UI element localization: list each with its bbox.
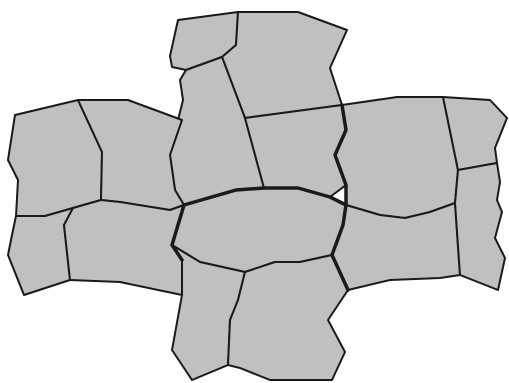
stone-right-top-a	[335, 97, 458, 218]
left-cluster	[8, 100, 184, 295]
stone-right-bottom-a	[332, 203, 460, 290]
top-cluster	[170, 12, 347, 205]
stone-right-bottom-b	[455, 163, 505, 290]
stone-bottom-right	[228, 255, 348, 380]
stone-top-right-large	[222, 12, 347, 118]
stone-left-bottom-a	[8, 208, 73, 295]
stone-left-bottom-b	[64, 200, 184, 295]
right-cluster	[332, 97, 507, 290]
